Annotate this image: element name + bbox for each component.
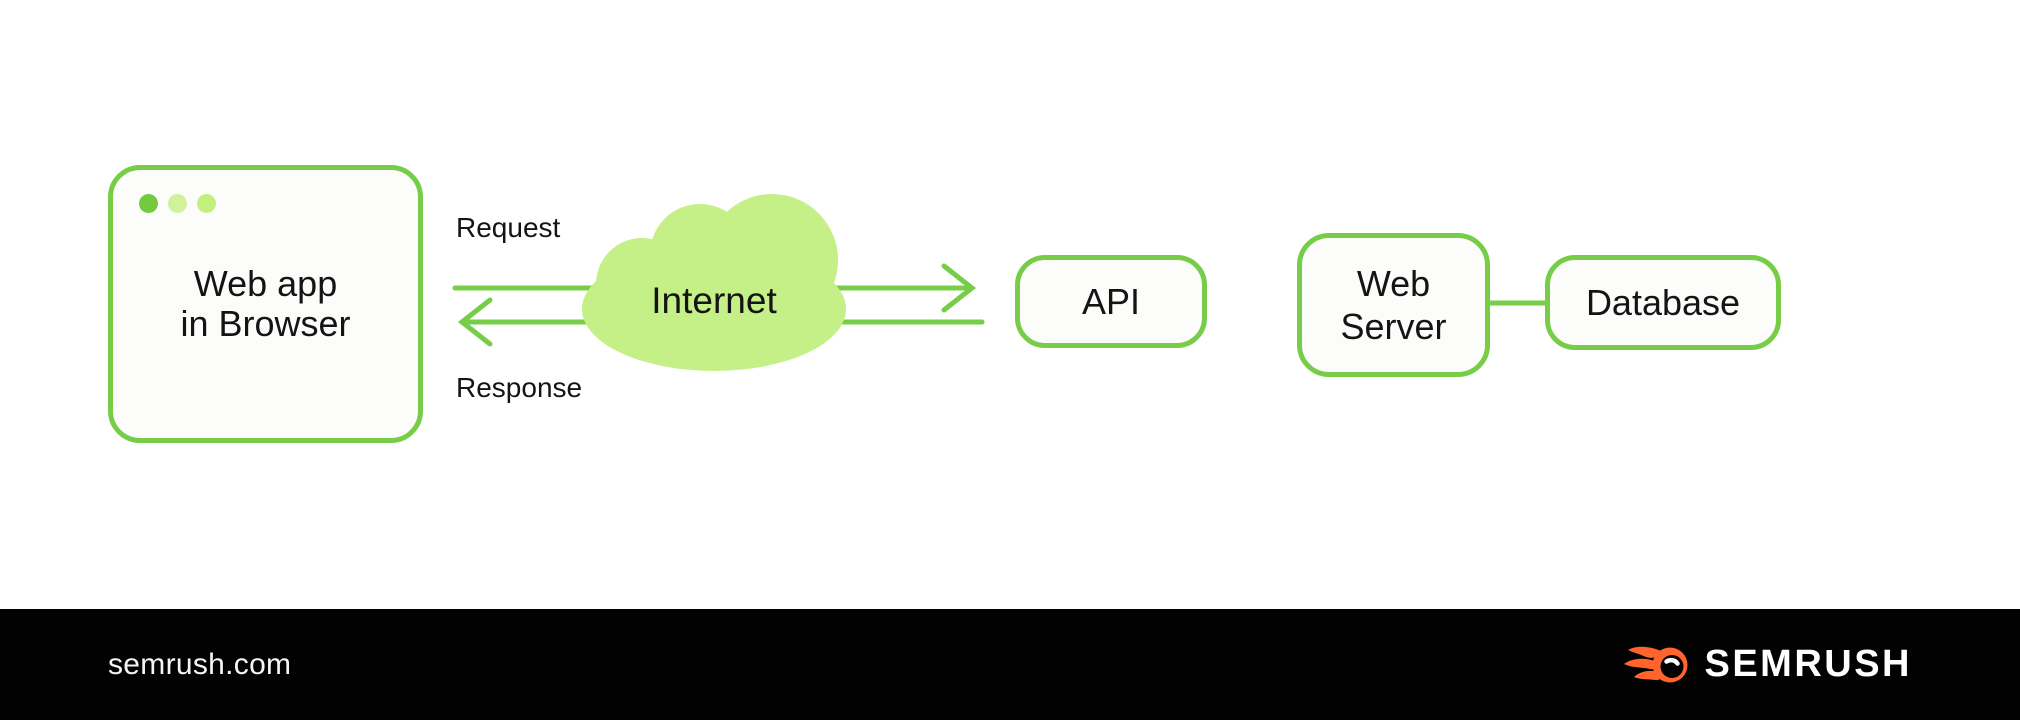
footer-bar: semrush.com SEMRUSH [0, 609, 2020, 720]
web-app-browser-box: Web app in Browser [108, 165, 423, 443]
cloud-icon [582, 194, 846, 371]
web-app-browser-label: Web app in Browser [180, 263, 351, 344]
internet-label: Internet [651, 280, 777, 321]
semrush-logo: SEMRUSH [1624, 642, 1912, 688]
api-box: API [1015, 255, 1207, 348]
web-server-label: Web Server [1340, 262, 1447, 347]
window-dot-icon [197, 194, 216, 213]
internet-cloud: Internet [580, 190, 848, 372]
semrush-flame-icon [1624, 646, 1688, 682]
site-url: semrush.com [108, 647, 292, 681]
api-label: API [1081, 280, 1141, 322]
web-server-box: Web Server [1297, 233, 1490, 377]
database-box: Database [1545, 255, 1781, 350]
window-dot-icon [139, 194, 158, 213]
database-label: Database [1585, 281, 1741, 323]
request-label: Request [456, 212, 561, 243]
window-dot-icon [168, 194, 187, 213]
response-label: Response [456, 372, 583, 403]
window-traffic-dots [139, 194, 216, 213]
semrush-wordmark: SEMRUSH [1704, 643, 1912, 685]
